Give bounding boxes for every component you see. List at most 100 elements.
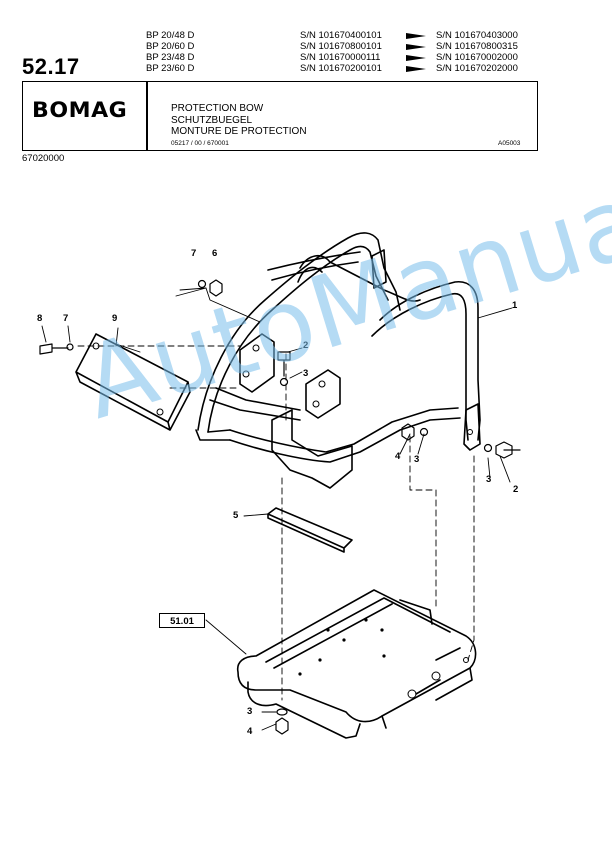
bracket-hole [318, 380, 326, 388]
callout-2: 2 [303, 340, 309, 351]
model-4: BP 23/60 D [146, 63, 195, 74]
base-dot [364, 618, 368, 622]
callout-7: 7 [63, 313, 69, 324]
model-3: BP 23/48 D [146, 52, 195, 63]
leader-7a [67, 325, 71, 343]
callout-3: 3 [247, 706, 253, 717]
bolt-2-right [495, 441, 521, 459]
leader-9 [115, 327, 119, 347]
leader-7-6-fan [175, 287, 261, 323]
leader-2a [287, 347, 303, 353]
bracket-left [239, 333, 275, 393]
washer-3-mid [279, 377, 289, 387]
arrow-right-icon [404, 31, 428, 42]
serial-from-list: S/N 101670400101 S/N 101670800101 S/N 10… [300, 30, 382, 74]
serial-to-2: S/N 101670800315 [436, 41, 518, 52]
callout-3: 3 [486, 474, 492, 485]
nut-6 [209, 279, 223, 297]
leader-5 [243, 513, 269, 517]
serial-to-3: S/N 101670002000 [436, 52, 518, 63]
leader-2b [499, 455, 511, 483]
leader-8 [41, 325, 47, 343]
base-dot [298, 672, 302, 676]
protection-bow-side-tube [299, 255, 421, 302]
bolt-8 [39, 343, 69, 355]
base-frame [236, 589, 477, 723]
serial-from-4: S/N 101670200101 [300, 63, 382, 74]
bolt-2-mid [277, 351, 291, 377]
part-number: 67020000 [22, 153, 65, 164]
leader-3b [487, 457, 491, 479]
reference-box-51-01: 51.01 [159, 613, 205, 628]
serial-arrows [404, 31, 428, 75]
base-hole [463, 657, 469, 663]
callout-7: 7 [191, 248, 197, 259]
leader-9-plate [115, 343, 141, 353]
serial-from-3: S/N 101670000111 [300, 52, 381, 63]
page-number: 52.17 [22, 54, 80, 79]
base-dot [326, 628, 330, 632]
serial-from-1: S/N 101670400101 [300, 30, 382, 41]
callout-1: 1 [512, 300, 518, 311]
protection-bow-rear-tube [267, 251, 361, 281]
callout-6: 6 [212, 248, 218, 259]
washer-3-far [483, 443, 493, 453]
base-frame-lower [247, 667, 473, 739]
protection-bow-lower [229, 417, 461, 463]
callout-3: 3 [303, 368, 309, 379]
plate-hole [92, 342, 100, 350]
bracket-hole [252, 344, 260, 352]
serial-from-2: S/N 101670800101 [300, 41, 382, 52]
model-list: BP 20/48 D BP 20/60 D BP 23/48 D BP 23/6… [146, 30, 194, 74]
arrow-right-icon [404, 53, 428, 64]
serial-to-1: S/N 101670403000 [436, 30, 518, 41]
dash-right-to-base [467, 455, 475, 661]
washer-3-right [419, 427, 429, 437]
washer-7 [66, 343, 74, 351]
protection-bow-right-frame [379, 281, 481, 441]
protection-bow-side-tube-2 [297, 266, 323, 283]
nut-4-bottom [275, 717, 289, 735]
serial-to-4: S/N 101670202000 [436, 63, 518, 74]
drawing-reference: A05003 [498, 140, 521, 147]
title-en: PROTECTION BOW [171, 103, 264, 114]
bracket-right [463, 403, 481, 451]
bracket-mid [305, 369, 341, 419]
serial-to-list: S/N 101670403000 S/N 101670800315 S/N 10… [436, 30, 518, 74]
callout-3: 3 [414, 454, 420, 465]
bracket-hole [312, 400, 320, 408]
base-dot [380, 628, 384, 632]
callout-4: 4 [247, 726, 253, 737]
bracket-hole [467, 429, 473, 435]
leader-4b [261, 723, 277, 731]
base-frame-side [415, 647, 461, 695]
bracket-top-right [371, 249, 387, 289]
base-dot [382, 654, 386, 658]
brand-logo: BOMAG [32, 98, 128, 122]
bracket-hole [242, 370, 250, 378]
washer-3-bottom [276, 708, 288, 716]
protection-bow-lower-inner [229, 407, 459, 453]
bracket-base [271, 409, 353, 489]
callout-9: 9 [112, 313, 118, 324]
leader-1 [477, 307, 513, 319]
callout-5: 5 [233, 510, 239, 521]
model-2: BP 20/60 D [146, 41, 195, 52]
leader-51-01 [205, 619, 247, 655]
callout-8: 8 [37, 313, 43, 324]
plate-hole [156, 408, 164, 416]
callout-4: 4 [395, 451, 401, 462]
leader-3a [289, 371, 303, 379]
base-hole [407, 689, 417, 699]
title-de: SCHUTZBUEGEL [171, 114, 253, 126]
base-dot [342, 638, 346, 642]
protection-bow-left-post [195, 429, 231, 441]
title-block [22, 81, 538, 151]
strip-5 [267, 507, 353, 553]
arrow-right-icon [404, 42, 428, 53]
model-1: BP 20/48 D [146, 30, 195, 41]
leader-3c [417, 433, 425, 455]
base-hole [431, 671, 441, 681]
nut-4-right [401, 423, 415, 441]
title-block-divider [146, 81, 148, 151]
